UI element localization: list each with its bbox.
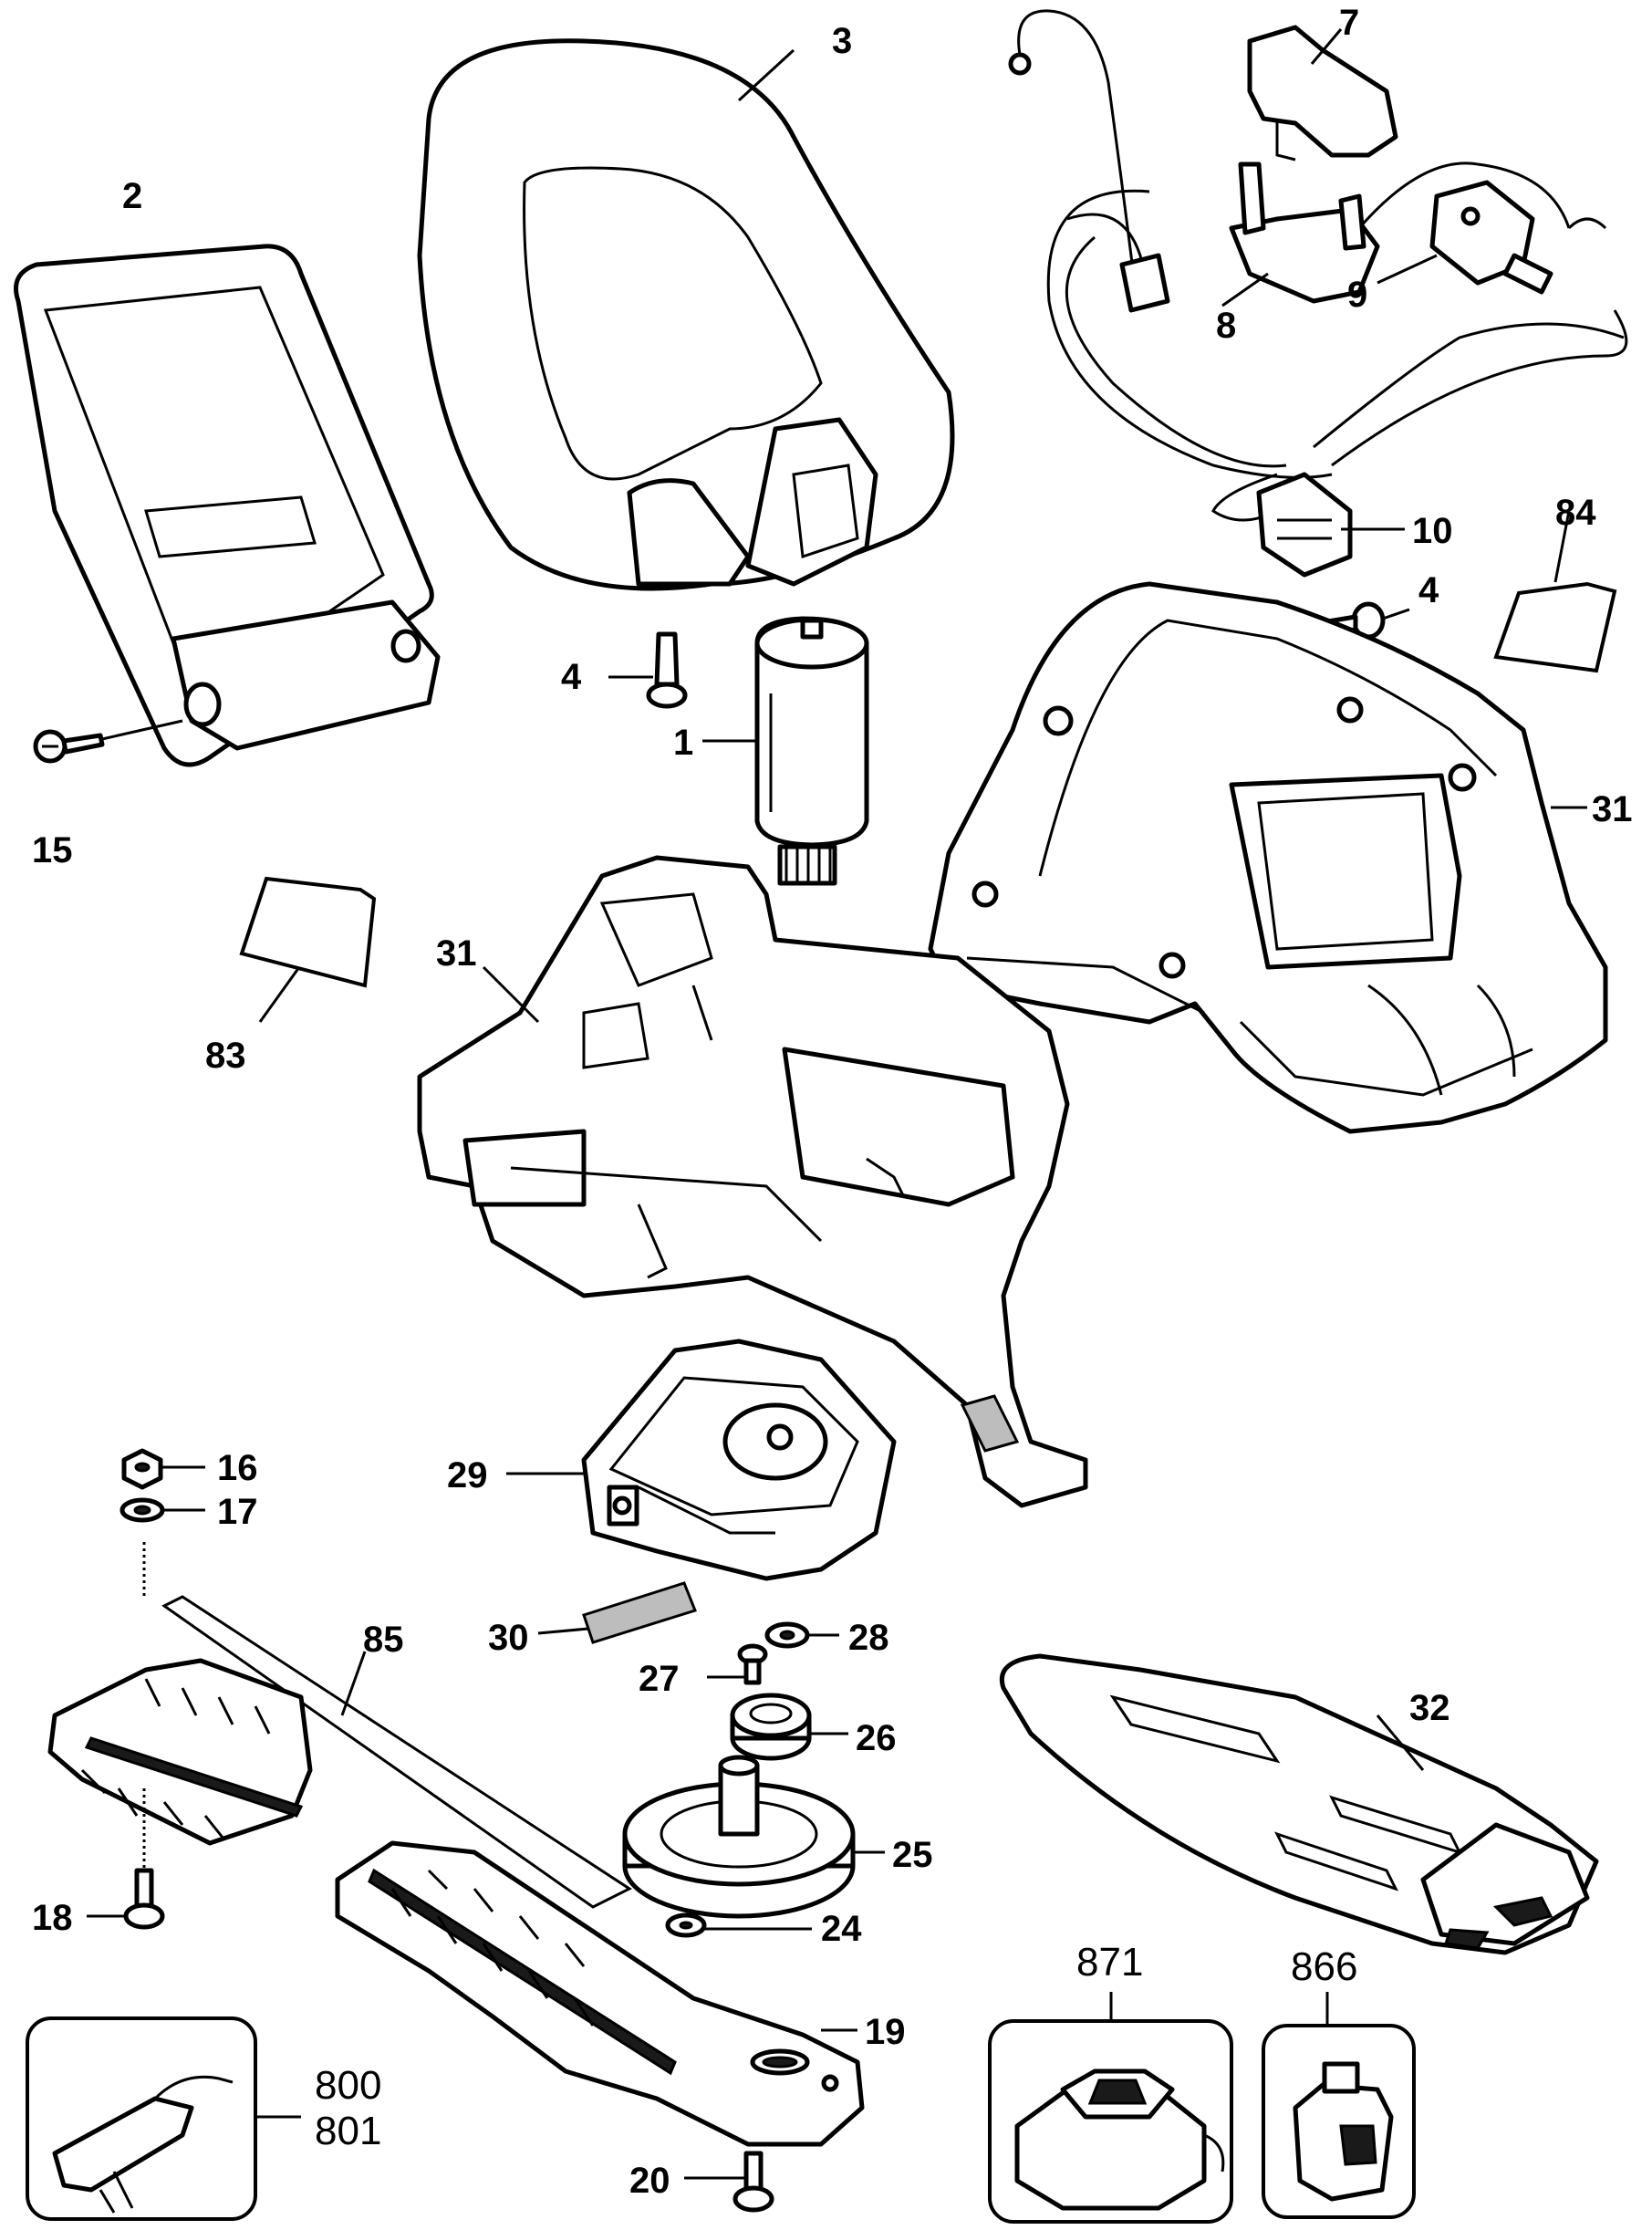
part-84-label [1493,510,1617,673]
part-3-cover [417,38,955,591]
part-2-shield [14,244,441,767]
label-15: 15 [32,830,73,870]
part-19-blade [335,1840,865,2147]
label-9: 9 [1347,275,1367,315]
part-30-bar [537,1581,697,1644]
label-26: 26 [856,1718,897,1758]
label-32: 32 [1409,1688,1450,1728]
label-4-left: 4 [561,657,582,697]
label-18: 18 [32,1898,73,1938]
label-866: 866 [1291,1944,1357,1989]
label-83: 83 [205,1036,246,1076]
label-29: 29 [447,1455,488,1495]
label-84: 84 [1555,493,1596,533]
label-85: 85 [363,1620,404,1660]
part-31-housing-left [417,855,1088,1508]
part-871-box [988,1992,1233,2224]
part-85-strip [161,1595,633,1909]
part-9-microswitch [1377,180,1553,295]
part-4-screw-left [608,631,688,709]
label-10: 10 [1412,511,1453,551]
part-32-battery-cover [1000,1653,1599,1955]
wiring-harness [1008,9,1628,522]
label-801: 801 [315,2109,381,2153]
part-29-gearbox [506,1339,897,1581]
upper-blade [47,1658,313,1846]
part-31-housing-right [928,581,1608,1134]
part-28-washer [764,1621,839,1649]
label-2: 2 [122,176,142,216]
label-24: 24 [821,1909,862,1949]
label-3: 3 [832,21,852,61]
part-20-screw [684,2151,774,2213]
leader-3 [737,48,795,102]
part-7-switch-trigger [1247,25,1398,162]
part-800-801-box [26,2016,301,2221]
label-31-right: 31 [1592,789,1633,829]
part-10-connector [1256,472,1405,578]
part-15-screw [33,719,183,764]
part-8-switch-carrier [1221,162,1380,307]
part-25-gear [622,1755,885,1919]
label-4-right: 4 [1418,570,1439,610]
part-866-box [1262,1992,1416,2219]
part-24-washer [665,1912,812,1938]
label-16: 16 [217,1448,258,1488]
part-17-washer [119,1497,205,1597]
label-27: 27 [639,1659,680,1699]
part-1-motor [702,616,869,886]
label-25: 25 [892,1835,933,1875]
label-8: 8 [1216,306,1236,346]
label-17: 17 [217,1492,258,1532]
part-18-screw [87,1788,165,1930]
label-31-left: 31 [436,933,477,974]
label-7: 7 [1339,3,1359,43]
part-26-pinion [730,1693,848,1761]
label-19: 19 [865,2012,906,2052]
label-871: 871 [1076,1940,1143,1985]
label-28: 28 [848,1618,889,1658]
label-30: 30 [488,1618,529,1658]
part-27-screw [707,1643,768,1685]
label-800: 800 [315,2063,381,2108]
part-83-label [239,876,377,1023]
part-16-nut [121,1448,205,1490]
label-20: 20 [629,2161,670,2201]
label-1: 1 [673,723,693,763]
